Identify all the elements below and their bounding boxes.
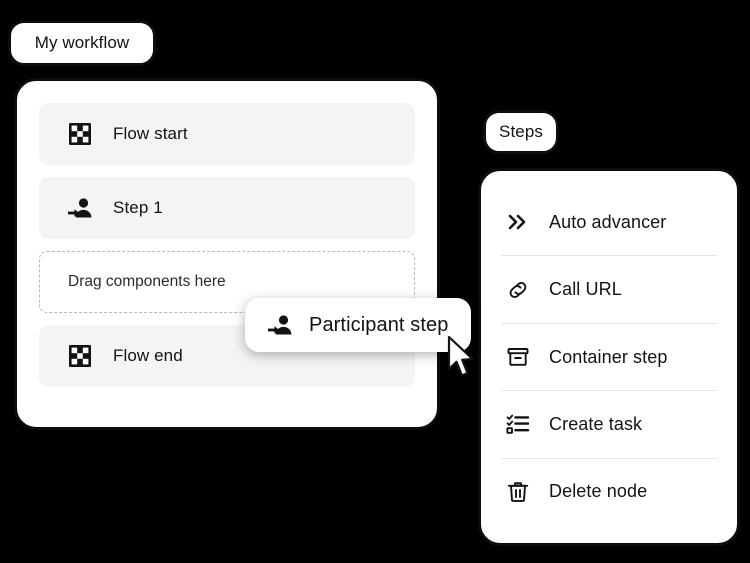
menu-item-auto-advancer[interactable]: Auto advancer	[501, 189, 717, 255]
checklist-icon	[505, 411, 531, 437]
checkered-flag-icon	[67, 343, 93, 369]
menu-item-create-task[interactable]: Create task	[501, 390, 717, 457]
menu-item-call-url[interactable]: Call URL	[501, 255, 717, 322]
menu-item-label: Call URL	[549, 279, 622, 300]
archive-box-icon	[505, 344, 531, 370]
steps-menu-panel: Auto advancer Call URL	[478, 168, 740, 546]
tab-my-workflow[interactable]: My workflow	[8, 20, 156, 66]
participant-step-icon	[67, 195, 93, 221]
tab-my-workflow-label: My workflow	[34, 33, 130, 52]
steps-menu-list: Auto advancer Call URL	[501, 189, 717, 525]
menu-item-label: Container step	[549, 346, 668, 367]
menu-item-delete-node[interactable]: Delete node	[501, 457, 717, 525]
menu-item-label: Delete node	[549, 481, 648, 502]
drag-ghost-label: Participant step	[309, 313, 449, 336]
dropzone-label: Drag components here	[68, 273, 226, 290]
workflow-row-label: Flow start	[113, 124, 188, 143]
workflow-row-label: Step 1	[113, 198, 163, 217]
workflow-panel: Flow start Step 1 Drag components here	[14, 78, 440, 430]
menu-item-label: Create task	[549, 413, 643, 434]
trash-icon	[505, 479, 531, 505]
workflow-row-step-1[interactable]: Step 1	[39, 177, 415, 239]
checkered-flag-icon	[67, 121, 93, 147]
workflow-row-label: Flow end	[113, 346, 183, 365]
tab-steps-label: Steps	[499, 122, 543, 141]
link-chain-icon	[505, 277, 531, 303]
workflow-row-flow-start[interactable]: Flow start	[39, 103, 415, 165]
menu-item-container-step[interactable]: Container step	[501, 322, 717, 390]
drag-ghost-participant-step[interactable]: Participant step	[245, 298, 471, 352]
tab-steps[interactable]: Steps	[483, 110, 559, 154]
workflow-rows: Flow start Step 1 Drag components here	[39, 103, 415, 405]
participant-step-icon	[267, 312, 293, 338]
double-chevron-right-icon	[505, 209, 531, 235]
menu-item-label: Auto advancer	[549, 211, 667, 232]
